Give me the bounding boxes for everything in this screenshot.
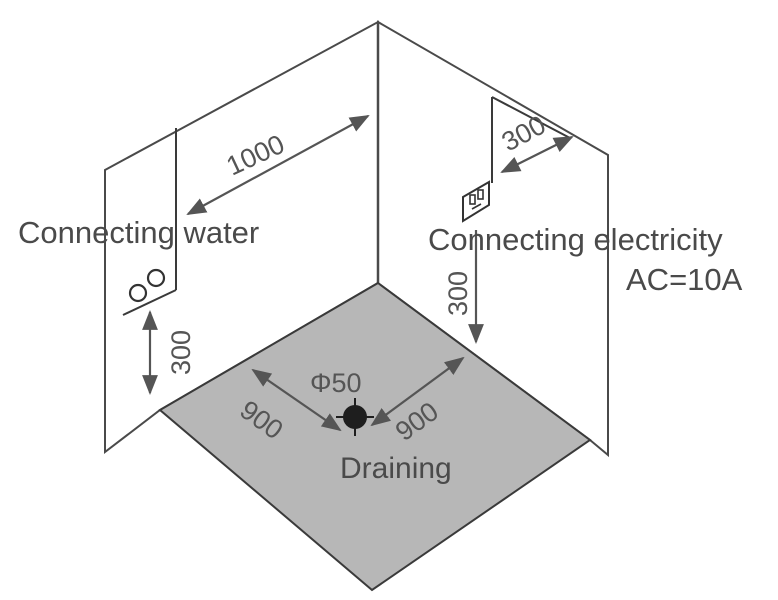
dim-arrow-1000 <box>186 115 370 215</box>
dim-socket-height-text: 300 <box>443 271 473 316</box>
dim-arrow-side-offset <box>500 136 574 173</box>
dim-water-height-text: 300 <box>166 330 196 375</box>
water-inlet-icon <box>146 268 166 288</box>
drain-diameter-text: Φ50 <box>310 368 362 398</box>
electricity-label: Connecting electricity <box>428 222 723 257</box>
water-label: Connecting water <box>18 215 259 250</box>
socket-icon <box>462 180 490 223</box>
electric-conduit-top <box>491 96 571 139</box>
drain-label: Draining <box>340 452 452 485</box>
dim-arrow-drain-right <box>370 356 465 427</box>
water-inlet-icon <box>128 283 148 303</box>
water-pipe-base <box>122 289 177 316</box>
dim-arrow-drain-left <box>251 368 342 432</box>
shower-floor <box>158 281 592 592</box>
electricity-spec-label: AC=10A <box>626 262 743 297</box>
drain-icon <box>336 398 374 436</box>
